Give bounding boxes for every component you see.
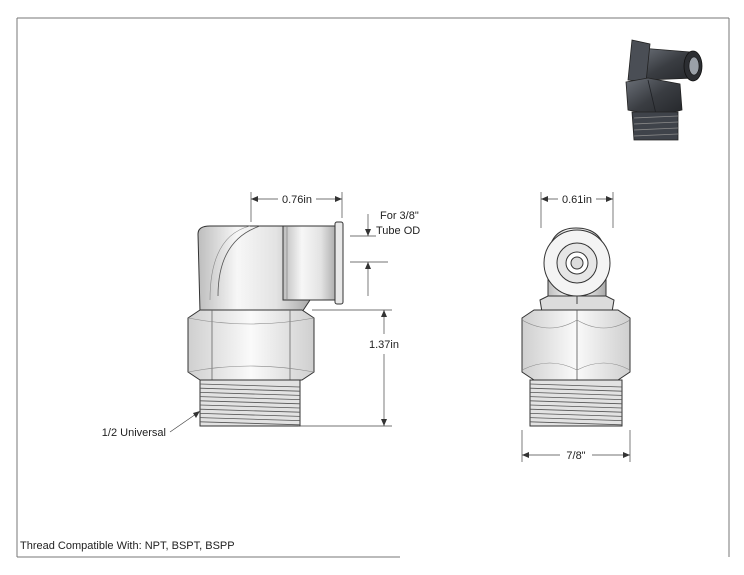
thread-line [199, 408, 301, 413]
thread-line [529, 404, 623, 409]
thread-line [529, 421, 623, 426]
tube-od-line1: For 3/8" [380, 210, 419, 222]
drawing-frame [16, 17, 730, 558]
thread-line [529, 400, 623, 405]
thread-line [199, 421, 301, 426]
thread-line [199, 387, 301, 392]
dimension-tube-od: For 3/8" Tube OD [350, 210, 420, 296]
thread-line [199, 417, 301, 421]
thread-line [199, 413, 301, 417]
dimension-hex-width: 7/8" [521, 430, 631, 462]
height-label: 1.37in [369, 339, 399, 351]
dimension-side-width: 0.76in [250, 192, 343, 222]
thread-line [199, 396, 301, 400]
thread-compatibility-note: Thread Compatible With: NPT, BSPT, BSPP [20, 540, 235, 552]
thread-line [529, 396, 623, 400]
front-view [521, 227, 631, 427]
hex-width-label: 7/8" [566, 450, 585, 462]
thread-line [199, 404, 301, 409]
thread-line [199, 392, 301, 396]
thread-line [529, 408, 623, 413]
dimension-front-width: 0.61in [540, 192, 614, 228]
dimension-height: 1.37in [298, 309, 399, 427]
isometric-preview-icon [625, 39, 703, 141]
side-width-label: 0.76in [282, 194, 312, 206]
thread-callout: 1/2 Universal [102, 411, 200, 439]
thread-line [529, 387, 623, 392]
thread-line [529, 417, 623, 421]
tube-od-line2: Tube OD [376, 225, 420, 237]
thread-line [199, 383, 301, 388]
thread-line [529, 413, 623, 417]
thread-line [529, 383, 623, 388]
thread-line [199, 400, 301, 405]
front-width-label: 0.61in [562, 194, 592, 206]
front-thread-lines [529, 383, 623, 426]
thread-line [529, 392, 623, 396]
side-thread-lines [199, 383, 301, 426]
side-view [187, 221, 344, 427]
thread-label: 1/2 Universal [102, 427, 166, 439]
